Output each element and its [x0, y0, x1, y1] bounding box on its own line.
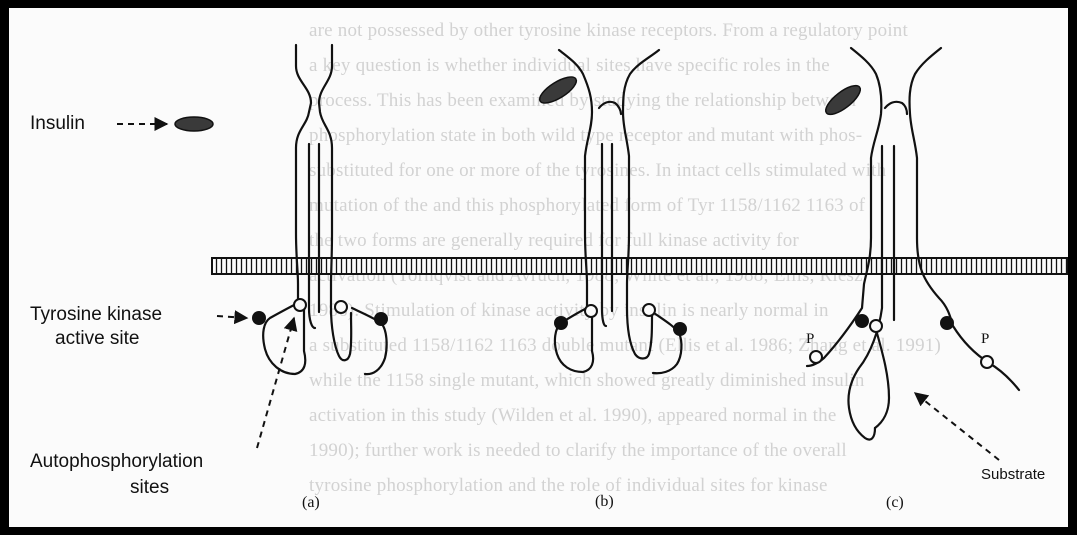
active-site-arrow [217, 316, 247, 318]
autophosphorylation-label: Autophosphorylation [30, 451, 203, 473]
sites-label: sites [130, 477, 169, 499]
cell-membrane [212, 258, 1067, 274]
receptor-b-sites [554, 304, 687, 336]
phosphorylated-site [810, 351, 822, 363]
active-site-dot [673, 322, 687, 336]
insulin-label: Insulin [30, 113, 85, 135]
insulin-molecule [822, 81, 865, 119]
autophosphorylation-site [294, 299, 306, 311]
panel-label-a: (a) [302, 494, 320, 512]
active-site-dot [855, 314, 869, 328]
leader-arrows [117, 124, 999, 460]
insulin-molecule [536, 72, 580, 108]
autophosphorylation-site [335, 301, 347, 313]
phosphorylated-site [981, 356, 993, 368]
receptor-diagram [9, 8, 1068, 527]
panel-label-b: (b) [595, 493, 614, 511]
panel-label-c: (c) [886, 494, 904, 512]
active-site-dot [374, 312, 388, 326]
substrate-label: Substrate [981, 466, 1045, 483]
active-site-dot [940, 316, 954, 330]
autophosphorylation-site [870, 320, 882, 332]
phosphate-label-right: P [981, 331, 989, 348]
autophosphorylation-site [643, 304, 655, 316]
phosphate-label-left: P [806, 331, 814, 348]
substrate-arrow [915, 393, 999, 460]
insulin-molecule [175, 117, 213, 131]
tyrosine-kinase-label: Tyrosine kinase [30, 304, 162, 326]
active-site-label: active site [55, 328, 139, 350]
active-site-dot [252, 311, 266, 325]
autophosphorylation-site [585, 305, 597, 317]
receptor-a [263, 45, 386, 374]
active-site-dot [554, 316, 568, 330]
figure-frame: are not possessed by other tyrosine kina… [9, 8, 1068, 527]
receptor-b [555, 50, 682, 373]
